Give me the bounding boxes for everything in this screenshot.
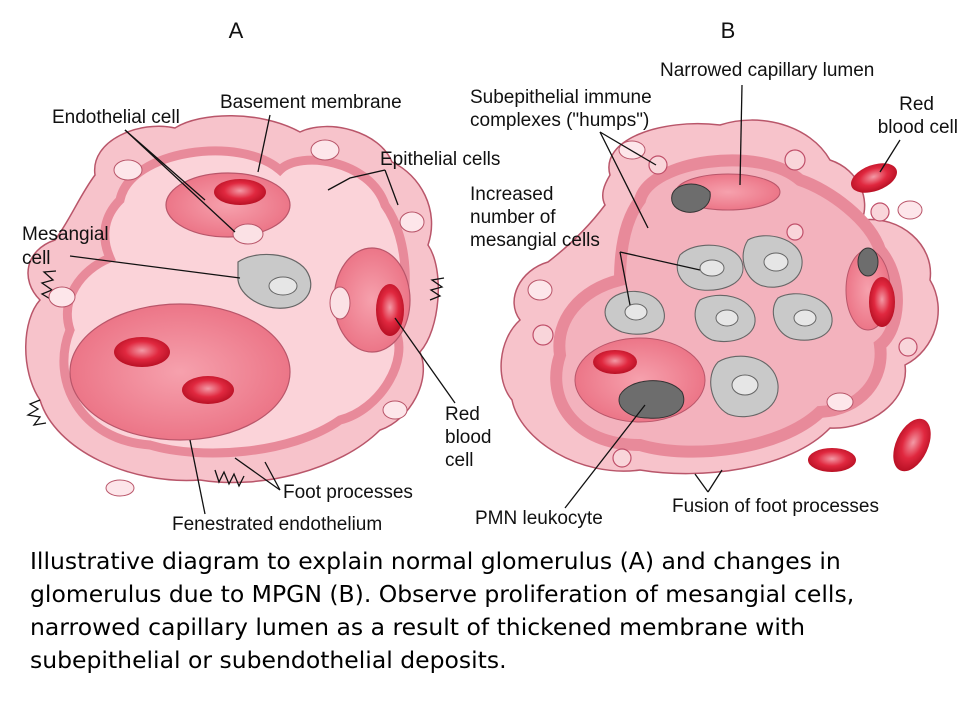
red-blood-cell-label-line1: Red — [445, 404, 480, 425]
panel-b-drawing — [500, 119, 939, 475]
figure-caption: Illustrative diagram to explain normal g… — [30, 547, 855, 674]
red-blood-cell — [593, 350, 637, 374]
red-blood-cell — [869, 277, 895, 327]
narrowed-lumen-label: Narrowed capillary lumen — [660, 60, 874, 81]
immune-complexes-label-line2: complexes ("humps") — [470, 110, 649, 131]
endothelial-nucleus — [232, 223, 264, 245]
dark-nucleus — [857, 247, 879, 277]
endothelial-cell-label: Endothelial cell — [52, 107, 180, 128]
foot-processes-label: Foot processes — [283, 482, 413, 503]
panel-a-drawing — [25, 115, 445, 497]
mesangial-cell-label-line1: Mesangial — [22, 224, 109, 245]
basement-membrane-label: Basement membrane — [220, 92, 402, 113]
red-blood-cell — [114, 337, 170, 367]
epithelial-nucleus — [48, 286, 76, 308]
red-blood-cell — [182, 376, 234, 404]
capillary-lumen-a-large — [69, 303, 291, 441]
mesangial-b-label-line3: mesangial cells — [470, 230, 600, 251]
panel-b-label: B — [721, 18, 736, 43]
free-red-blood-cell — [808, 448, 856, 472]
mesangial-b-label-line2: number of — [470, 207, 556, 228]
mesangial-cell-label-line2: cell — [22, 248, 51, 269]
red-blood-cell — [376, 284, 404, 336]
epithelial-nucleus — [382, 400, 408, 420]
rbc-b-label-line1: Red — [899, 94, 934, 115]
red-blood-cell-label-line3: cell — [445, 450, 474, 471]
rbc-b-label-line2: blood cell — [878, 117, 958, 138]
epithelial-nucleus — [105, 479, 135, 497]
red-blood-cell-label-line2: blood — [445, 427, 492, 448]
mesangial-b-label-line1: Increased — [470, 184, 553, 205]
epithelial-cells-label: Epithelial cells — [380, 149, 500, 170]
glomerulus-figure: A Endothelial cell Basement membrane Epi… — [22, 18, 958, 535]
epithelial-nucleus — [527, 279, 553, 301]
pmn-leukocyte — [618, 380, 685, 419]
red-blood-cell — [214, 179, 266, 205]
epithelial-nucleus — [113, 159, 143, 181]
fusion-foot-processes-label: Fusion of foot processes — [672, 496, 879, 517]
epithelial-nucleus — [310, 139, 340, 161]
endothelial-nucleus — [329, 286, 351, 320]
dark-nucleus — [671, 183, 711, 213]
panel-b-leader-lines — [564, 84, 901, 509]
epithelial-nucleus — [826, 392, 854, 412]
free-red-blood-cell — [893, 418, 931, 472]
panel-a-label: A — [229, 18, 244, 43]
fenestrated-endothelium-label: Fenestrated endothelium — [172, 514, 382, 535]
panel-a-leader-lines — [69, 114, 456, 515]
free-red-blood-cell — [851, 163, 897, 193]
immune-complex-humps — [532, 149, 918, 468]
epithelial-nucleus — [399, 211, 425, 233]
immune-complexes-label-line1: Subepithelial immune — [470, 87, 652, 108]
epithelial-nucleus — [897, 200, 923, 220]
pmn-leukocyte-label: PMN leukocyte — [475, 508, 603, 529]
